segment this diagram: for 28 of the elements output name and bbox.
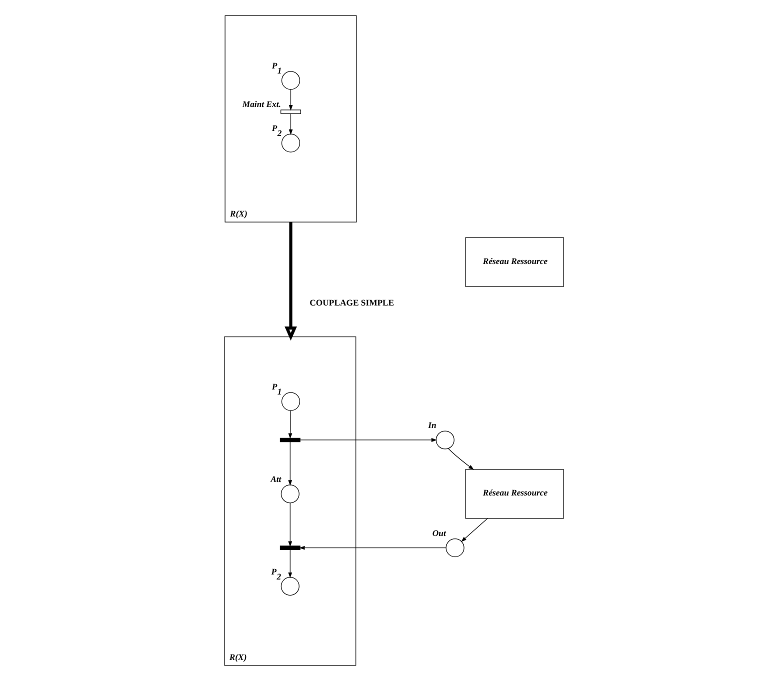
node-circle xyxy=(446,538,464,558)
node-label: In xyxy=(428,420,436,430)
arrow xyxy=(288,442,292,486)
node-circle xyxy=(280,484,300,504)
node-label: Maint Ext. xyxy=(242,98,281,109)
node-circle xyxy=(281,392,300,411)
arrow xyxy=(288,113,293,135)
node-label: Att xyxy=(270,474,282,484)
node-box: Réseau Ressource xyxy=(465,469,564,519)
arrow xyxy=(284,222,297,341)
node-circle xyxy=(281,134,300,152)
arrow xyxy=(300,438,437,442)
arrow xyxy=(288,410,292,439)
node-circle xyxy=(281,71,300,90)
arrow xyxy=(448,448,474,470)
arrow xyxy=(288,89,293,111)
arrow xyxy=(299,546,446,550)
node-box: Réseau Ressource xyxy=(465,237,564,287)
arrow xyxy=(288,502,292,547)
node-circle xyxy=(436,430,454,450)
node-label: Out xyxy=(432,528,446,538)
node-circle xyxy=(280,577,300,596)
node-bar xyxy=(280,110,301,114)
node-bar xyxy=(280,546,300,550)
edge-label: COUPLAGE SIMPLE xyxy=(310,298,394,308)
arrow xyxy=(460,518,488,542)
arrow xyxy=(288,550,292,578)
node-bar xyxy=(280,438,300,442)
